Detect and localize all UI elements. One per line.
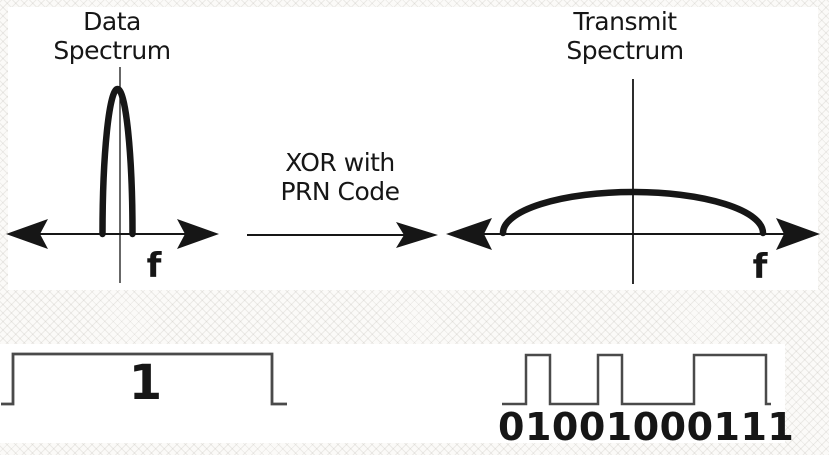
axis-arrow-left-icon xyxy=(446,218,492,250)
data-spectrum-axis-label: f xyxy=(146,246,162,286)
data-bit-value-label: 1 xyxy=(128,355,163,411)
axis-arrow-left-icon xyxy=(6,219,48,249)
data-spectrum-plot xyxy=(6,67,219,283)
xor-operation-arrow xyxy=(247,222,438,248)
xor-operation-label: XOR with PRN Code xyxy=(280,148,400,206)
transmit-spectrum-axis-label: f xyxy=(752,247,768,287)
axis-arrow-right-icon xyxy=(776,218,820,250)
prn-code-waveform xyxy=(502,353,771,406)
transmit-spectrum-title: Transmit Spectrum xyxy=(566,7,684,65)
prn-bit-sequence-label: 01001000111 xyxy=(498,405,795,449)
data-spectrum-title: Data Spectrum xyxy=(53,7,171,65)
waveform-panel-background xyxy=(0,344,785,443)
xor-arrow-head-icon xyxy=(396,222,438,248)
narrowband-peak-curve xyxy=(99,85,136,238)
data-bit-pulse-waveform xyxy=(1,352,287,406)
wideband-lobe-curve xyxy=(499,188,767,237)
spectra-panel-background xyxy=(8,7,818,290)
transmit-spectrum-plot xyxy=(446,79,820,284)
axis-arrow-right-icon xyxy=(177,219,219,249)
